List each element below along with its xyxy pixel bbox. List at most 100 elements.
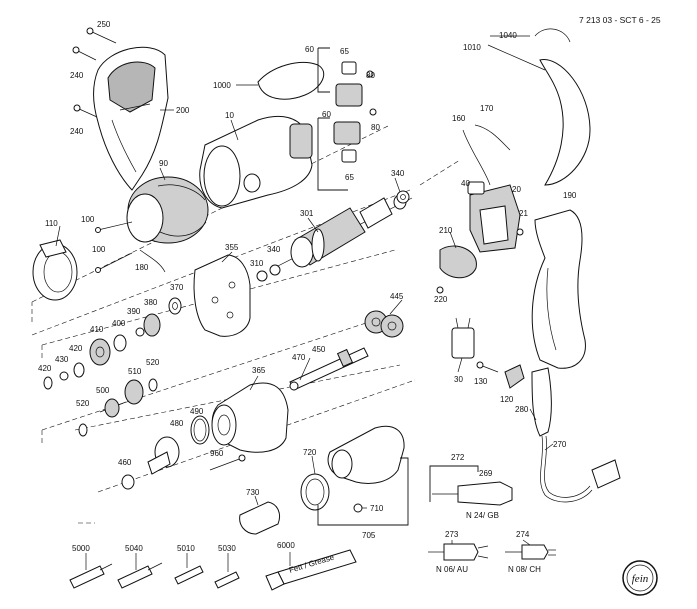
label-60a: 60 — [305, 45, 314, 54]
label-510: 510 — [128, 367, 142, 376]
plug-273 — [428, 543, 489, 561]
label-520a: 520 — [146, 358, 160, 367]
label-420a: 420 — [69, 344, 83, 353]
label-65a: 65 — [340, 47, 349, 56]
fein-logo: fein — [622, 560, 658, 596]
label-960: 960 — [210, 449, 224, 458]
label-110: 110 — [45, 219, 58, 228]
part-420b — [73, 362, 85, 378]
label-80a: 80 — [366, 71, 375, 80]
motor-housing — [199, 115, 313, 209]
label-30: 30 — [454, 375, 463, 384]
label-370: 370 — [170, 283, 184, 292]
leader-lines — [55, 35, 554, 572]
logo-text: fein — [632, 573, 649, 585]
label-480: 480 — [170, 419, 184, 428]
gear-510 — [124, 379, 144, 405]
label-470: 470 — [292, 353, 306, 362]
cable-170 — [474, 124, 511, 151]
screw-240a — [72, 46, 97, 61]
label-520b: 520 — [76, 399, 90, 408]
screw-100a — [95, 221, 133, 233]
drawing-number: 7 213 03 - SCT 6 - 25 — [579, 15, 661, 25]
label-705: 705 — [362, 531, 376, 540]
label-390: 390 — [127, 307, 141, 316]
gear-380 — [143, 313, 161, 337]
label-40: 40 — [461, 179, 470, 188]
bit-5030 — [214, 571, 240, 589]
label-310: 310 — [250, 259, 264, 268]
switch-20 — [467, 181, 521, 253]
label-60b: 60 — [322, 110, 331, 119]
bearing-340b — [269, 264, 281, 276]
label-400: 400 — [112, 319, 126, 328]
label-450: 450 — [312, 345, 326, 354]
bit-5000 — [69, 563, 113, 589]
label-5030: 5030 — [218, 544, 236, 553]
label-90: 90 — [159, 159, 168, 168]
label-180: 180 — [135, 263, 149, 272]
label-n08-ch: N 08/ CH — [508, 565, 541, 574]
washer-370 — [168, 297, 182, 315]
field-coil — [126, 176, 209, 244]
bearing-340a — [396, 190, 410, 204]
label-220: 220 — [434, 295, 448, 304]
cable-clamp-120 — [504, 364, 525, 389]
label-5010: 5010 — [177, 544, 195, 553]
part-390 — [135, 327, 145, 337]
label-430: 430 — [55, 355, 69, 364]
part-480 — [147, 436, 180, 475]
label-273: 273 — [445, 530, 459, 539]
pinion-500 — [99, 398, 127, 418]
o-ring-490 — [190, 415, 210, 445]
brush-holder-group — [317, 47, 377, 191]
label-445: 445 — [390, 292, 404, 301]
plug-274 — [505, 544, 556, 560]
part-460 — [121, 474, 135, 490]
label-5040: 5040 — [125, 544, 143, 553]
cable-180 — [139, 249, 166, 273]
screw-240b — [73, 104, 98, 118]
bit-5040 — [117, 562, 163, 589]
label-210: 210 — [439, 226, 453, 235]
label-240b: 240 — [70, 127, 84, 136]
label-6000: 6000 — [277, 541, 295, 550]
label-1000: 1000 — [213, 81, 231, 90]
bit-5010 — [174, 565, 204, 585]
screw-130 — [476, 361, 499, 373]
label-65b: 65 — [345, 173, 354, 182]
washer-520b — [78, 423, 88, 437]
label-21: 21 — [519, 209, 528, 218]
part-210 — [439, 245, 477, 279]
label-272: 272 — [451, 453, 465, 462]
gears-445 — [364, 310, 404, 338]
plug-269 — [429, 465, 513, 506]
switch-cap — [257, 61, 325, 100]
spindle — [289, 347, 369, 391]
label-1010: 1010 — [463, 43, 481, 52]
label-170: 170 — [480, 104, 494, 113]
label-160: 160 — [452, 114, 466, 123]
label-240a: 240 — [70, 71, 84, 80]
label-410: 410 — [90, 325, 104, 334]
part-21 — [516, 228, 524, 236]
cable-160 — [462, 129, 491, 186]
gear-housing — [211, 382, 289, 453]
label-200: 200 — [176, 106, 190, 115]
label-730: 730 — [246, 488, 260, 497]
part-400 — [113, 334, 127, 352]
label-720: 720 — [303, 448, 317, 457]
label-380: 380 — [144, 298, 158, 307]
screw-960 — [209, 454, 246, 471]
part-labels: 250 240 240 200 90 1000 10 60 65 80 60 8… — [38, 20, 577, 574]
label-1040: 1040 — [499, 31, 517, 40]
label-190: 190 — [563, 191, 577, 200]
label-301: 301 — [300, 209, 314, 218]
label-270: 270 — [553, 440, 567, 449]
armature — [269, 194, 413, 271]
label-340a: 340 — [391, 169, 405, 178]
washer-520a — [148, 378, 158, 392]
capacitor-30 — [451, 317, 475, 359]
label-20: 20 — [512, 185, 521, 194]
label-355: 355 — [225, 243, 239, 252]
